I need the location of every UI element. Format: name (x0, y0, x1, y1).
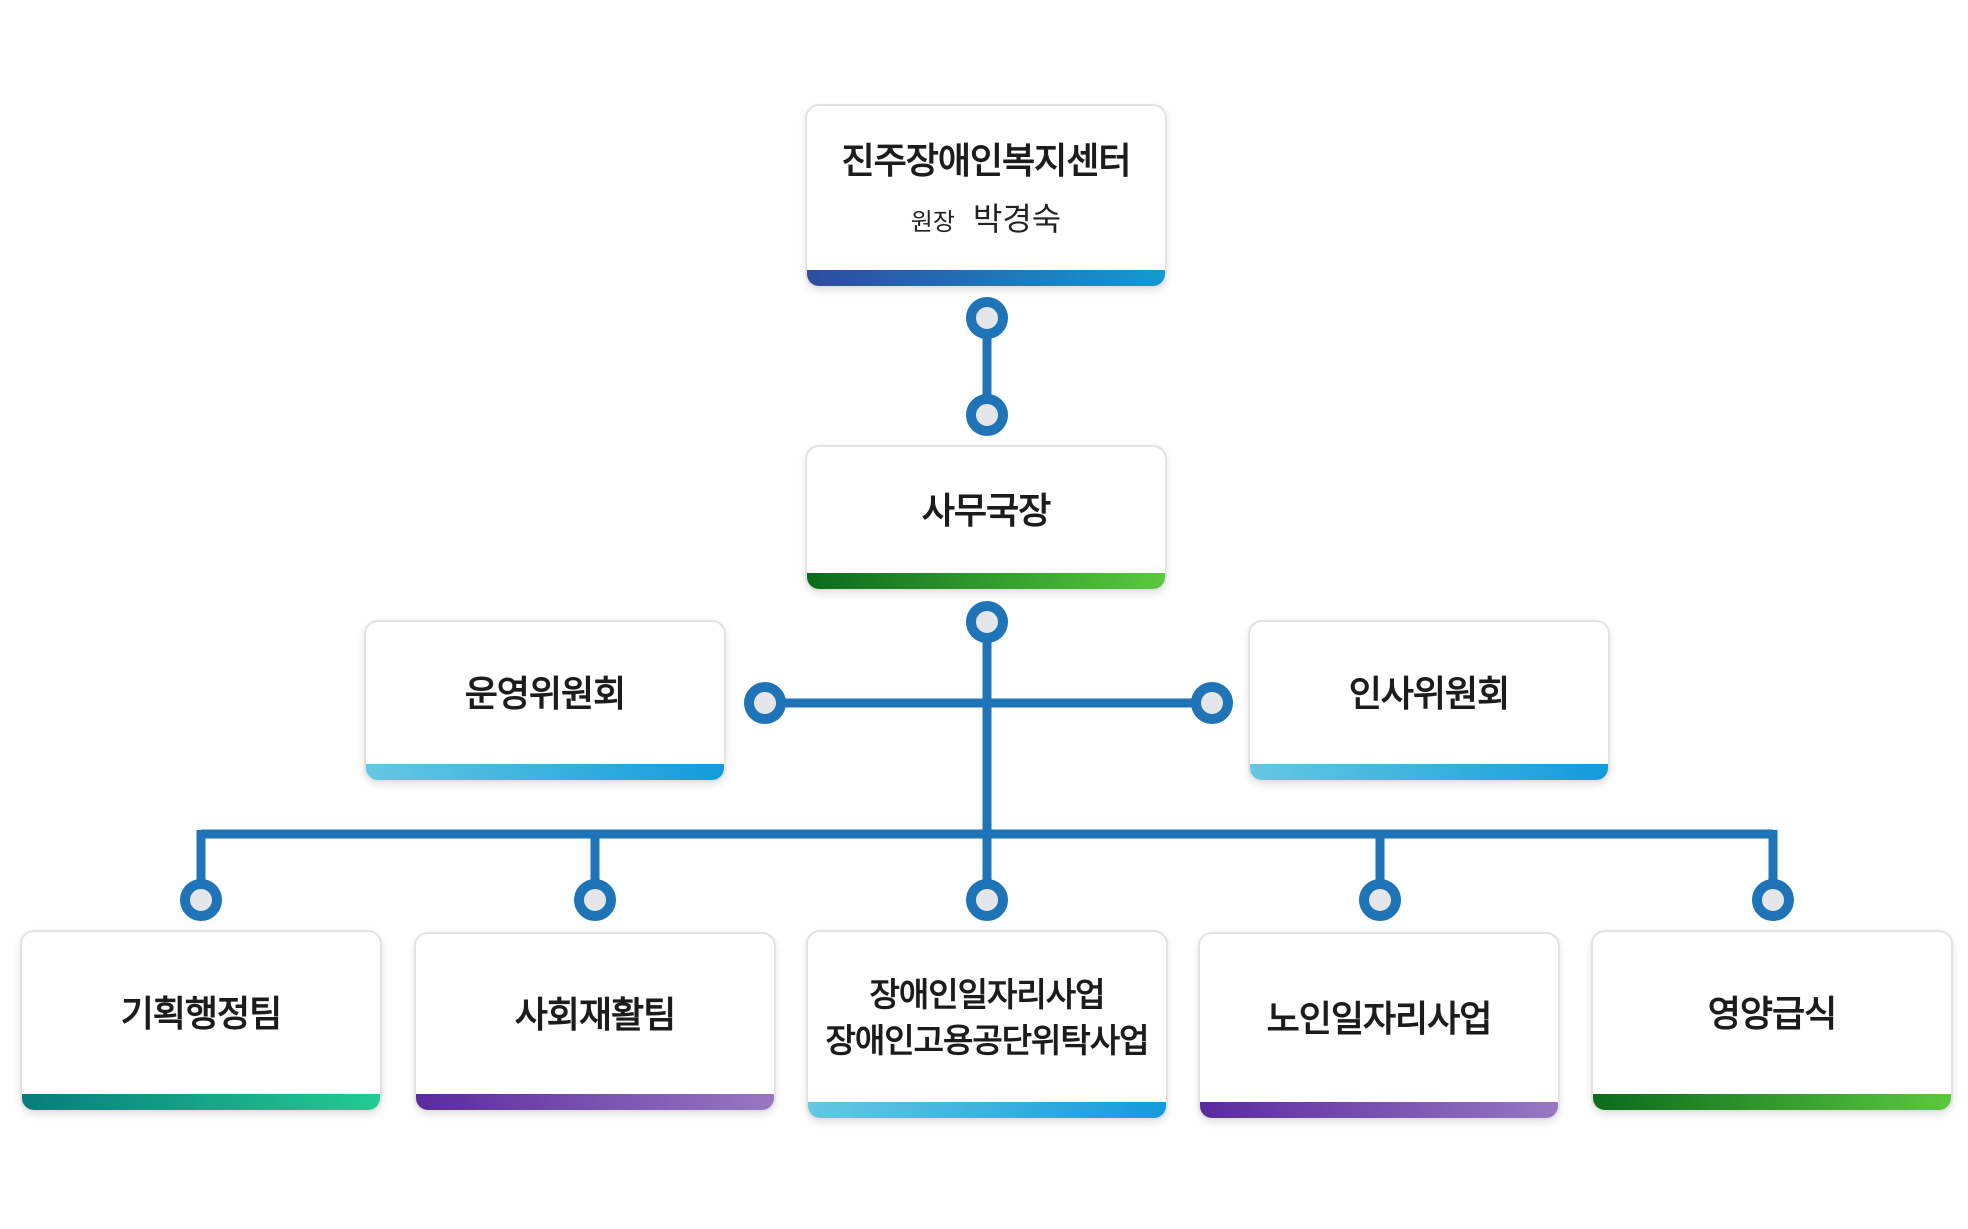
node-disabled-jobs (966, 879, 1008, 921)
connector-nodes (180, 297, 1794, 921)
node-operating-committee (744, 682, 786, 724)
box-meal: 영양급식 (1591, 930, 1953, 1112)
box-rehab-content: 사회재활팀 (514, 993, 677, 1038)
director-label: 원장 (910, 207, 955, 236)
box-personnel-committee: 인사위원회 (1248, 620, 1610, 782)
box-secretary: 사무국장 (805, 445, 1167, 591)
secretary-title: 사무국장 (921, 490, 1051, 532)
operating-committee-title: 운영위원회 (464, 673, 627, 715)
node-meal (1752, 879, 1794, 921)
director-name: 박경숙 (972, 199, 1062, 238)
center-title: 진주장애인복지센터 (841, 140, 1131, 182)
box-center-content: 진주장애인복지센터 원장 박경숙 (841, 139, 1131, 240)
node-planning (180, 879, 222, 921)
rehab-title: 사회재활팀 (514, 994, 677, 1036)
box-planning-content: 기획행정팀 (120, 992, 283, 1037)
box-planning: 기획행정팀 (20, 930, 382, 1112)
box-rehab: 사회재활팀 (414, 932, 776, 1112)
director-line: 원장 박경숙 (911, 194, 1062, 240)
box-center: 진주장애인복지센터 원장 박경숙 (805, 104, 1167, 288)
node-secretary-bottom (966, 601, 1008, 643)
disabled-jobs-title-line1: 장애인일자리사업 (869, 974, 1106, 1014)
disabled-jobs-title-line2: 장애인고용공단위탁사업 (825, 1021, 1150, 1060)
box-secretary-content: 사무국장 (921, 489, 1051, 534)
node-secretary-top (966, 394, 1008, 436)
box-senior-jobs-content: 노인일자리사업 (1266, 997, 1493, 1042)
box-meal-content: 영양급식 (1707, 992, 1837, 1037)
node-personnel-committee (1191, 682, 1233, 724)
planning-title: 기획행정팀 (120, 993, 283, 1035)
meal-title: 영양급식 (1707, 993, 1837, 1035)
box-operating-committee-content: 운영위원회 (464, 672, 627, 717)
senior-jobs-title: 노인일자리사업 (1266, 998, 1493, 1040)
box-operating-committee: 운영위원회 (364, 620, 726, 782)
node-rehab (574, 879, 616, 921)
node-center-bottom (966, 297, 1008, 339)
box-personnel-committee-content: 인사위원회 (1348, 672, 1511, 717)
personnel-committee-title: 인사위원회 (1348, 673, 1511, 715)
box-disabled-jobs-content: 장애인일자리사업 장애인고용공단위탁사업 (825, 972, 1150, 1064)
box-senior-jobs: 노인일자리사업 (1198, 932, 1560, 1120)
connector-group (196, 318, 1778, 900)
box-disabled-jobs: 장애인일자리사업 장애인고용공단위탁사업 (806, 930, 1168, 1120)
node-senior-jobs (1359, 879, 1401, 921)
